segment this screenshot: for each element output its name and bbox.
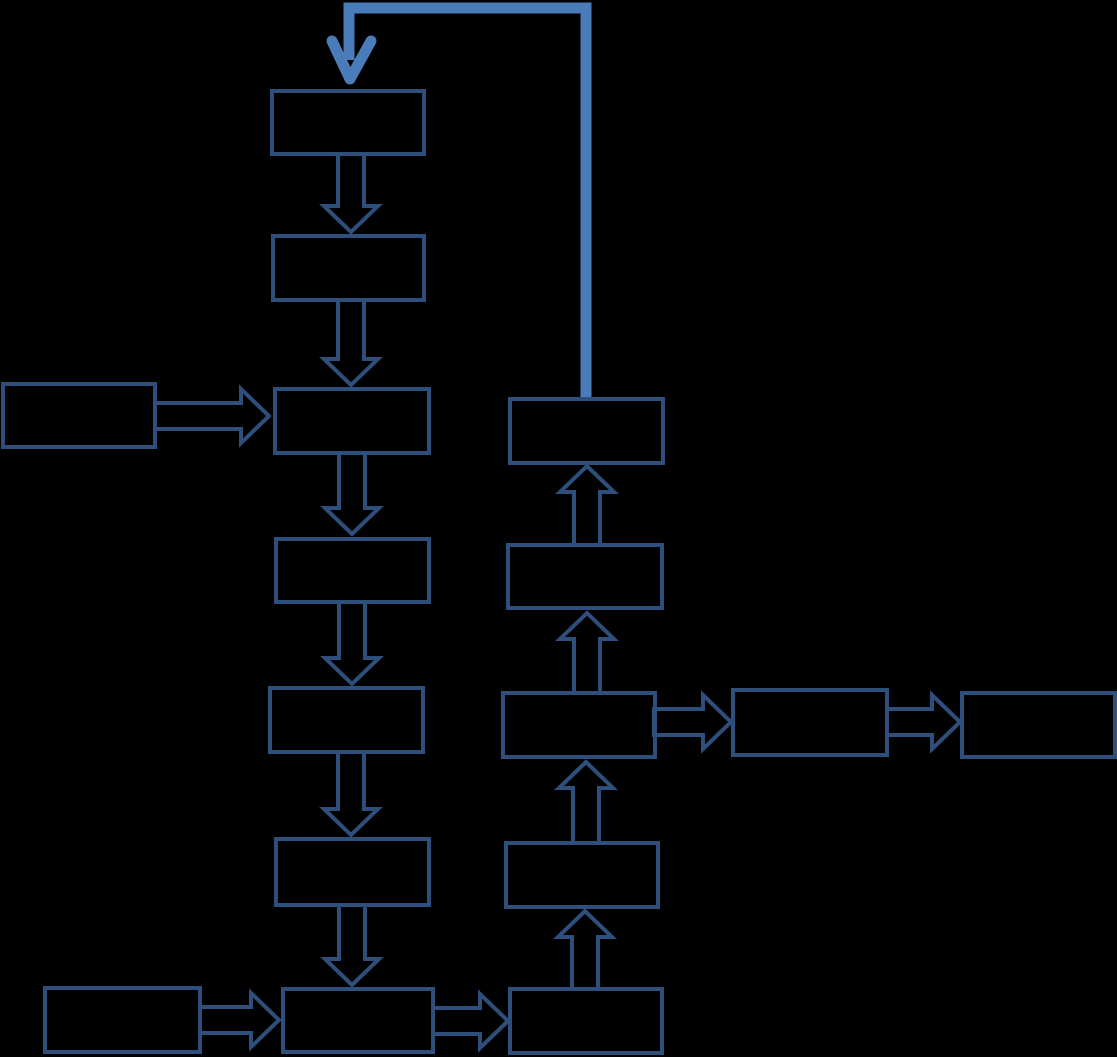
arrow-step5-step6 [319, 750, 383, 838]
arrow-branch1-branch2 [885, 690, 963, 754]
arrow-return3-branch1 [652, 690, 734, 754]
arrow-step3-step4 [320, 451, 384, 537]
arrow-step4-step5 [320, 600, 384, 687]
flow-box-step-4 [274, 537, 431, 604]
flow-box-return-5 [508, 397, 665, 465]
flow-box-return-2 [504, 841, 660, 909]
arrow-inputleft-step3 [153, 384, 272, 448]
flow-box-input-left [1, 382, 157, 449]
flow-box-input-bottom-left [43, 986, 202, 1054]
flow-box-step-3 [273, 387, 431, 455]
arrow-step6-step7 [320, 903, 384, 988]
flow-box-branch-1 [731, 688, 889, 757]
arrow-return2-return3 [554, 759, 618, 845]
loop-connector-line [343, 2, 592, 398]
arrow-step7-return1 [431, 989, 511, 1053]
flow-box-branch-2 [960, 691, 1117, 759]
flow-box-return-3 [501, 691, 657, 759]
flow-box-step-2 [271, 234, 426, 302]
flow-box-return-4 [506, 543, 664, 610]
flow-box-return-1 [508, 987, 664, 1055]
arrow-step2-step3 [319, 298, 383, 388]
arrow-return3-return4 [555, 610, 619, 695]
arrow-return4-return5 [555, 463, 619, 547]
flow-box-step-7 [281, 987, 435, 1054]
loop-connector-arrowhead-icon [326, 35, 377, 85]
arrow-step1-step2 [319, 152, 383, 235]
flow-box-step-6 [274, 837, 431, 907]
flow-box-step-1 [270, 89, 426, 156]
arrow-return1-return2 [553, 908, 617, 991]
flow-box-step-5 [268, 686, 425, 754]
arrow-inputbl-step7 [198, 988, 282, 1052]
